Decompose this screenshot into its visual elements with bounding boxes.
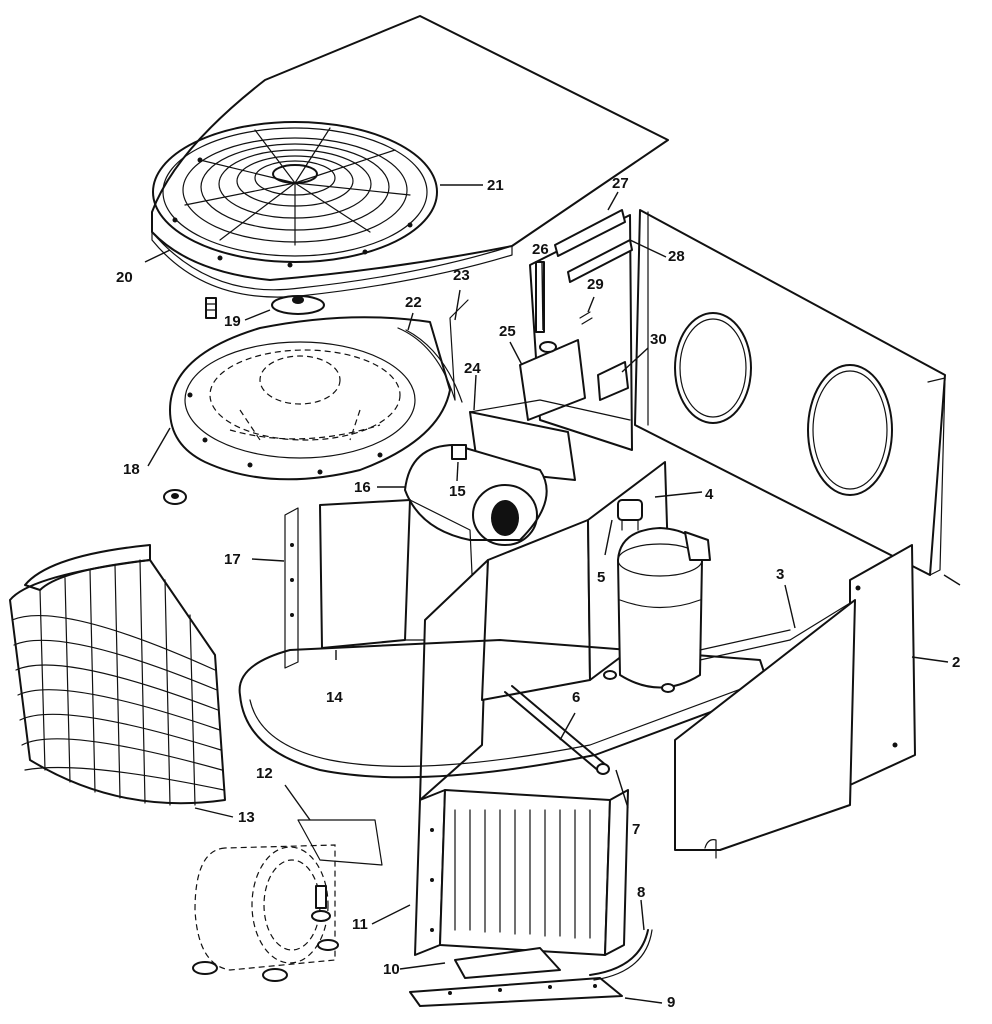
callout-23: 23	[453, 267, 470, 284]
callout-9: 9	[667, 994, 676, 1011]
control-box-assembly	[469, 209, 633, 481]
fan-orifice-panel	[169, 299, 469, 481]
refrigerant-tube	[504, 685, 610, 775]
callout-17: 17	[224, 551, 241, 568]
callout-6: 6	[572, 689, 581, 706]
callout-21: 21	[487, 177, 504, 194]
leader-lines	[144, 184, 961, 1004]
fan-bolt-and-nut	[163, 295, 325, 505]
callout-19: 19	[224, 313, 241, 330]
coil-bottom-rail	[454, 947, 561, 979]
callout-7: 7	[632, 821, 641, 838]
callout-2: 2	[952, 654, 961, 671]
top-cover	[151, 15, 669, 298]
base-pan	[238, 639, 771, 779]
filter-drier	[617, 499, 643, 531]
callout-15: 15	[449, 483, 466, 500]
callout-30: 30	[650, 331, 667, 348]
callout-4: 4	[705, 486, 714, 503]
callout-27: 27	[612, 175, 629, 192]
callout-11: 11	[352, 916, 368, 933]
callout-16: 16	[354, 479, 371, 496]
condenser-coil	[414, 789, 629, 956]
fan-grille	[172, 127, 413, 268]
fan-motor	[192, 819, 383, 982]
callout-5: 5	[597, 569, 606, 586]
callout-18: 18	[123, 461, 140, 478]
rear-cabinet-panel	[634, 209, 946, 576]
callout-26: 26	[532, 241, 549, 258]
callout-14: 14	[326, 689, 343, 706]
callout-10: 10	[383, 961, 400, 978]
callout-22: 22	[405, 294, 422, 311]
callout-3: 3	[776, 566, 785, 583]
callout-20: 20	[116, 269, 133, 286]
base-rail	[409, 977, 623, 1007]
callout-12: 12	[256, 765, 273, 782]
callout-8: 8	[637, 884, 646, 901]
blower-housing	[404, 444, 548, 546]
service-side-panel	[674, 544, 916, 859]
drain-hose	[589, 929, 653, 981]
callout-24: 24	[464, 360, 481, 377]
callout-25: 25	[499, 323, 516, 340]
callout-29: 29	[587, 276, 604, 293]
wire-coil-guard	[9, 544, 226, 806]
compressor	[603, 527, 791, 693]
callout-28: 28	[668, 248, 685, 265]
callout-13: 13	[238, 809, 255, 826]
